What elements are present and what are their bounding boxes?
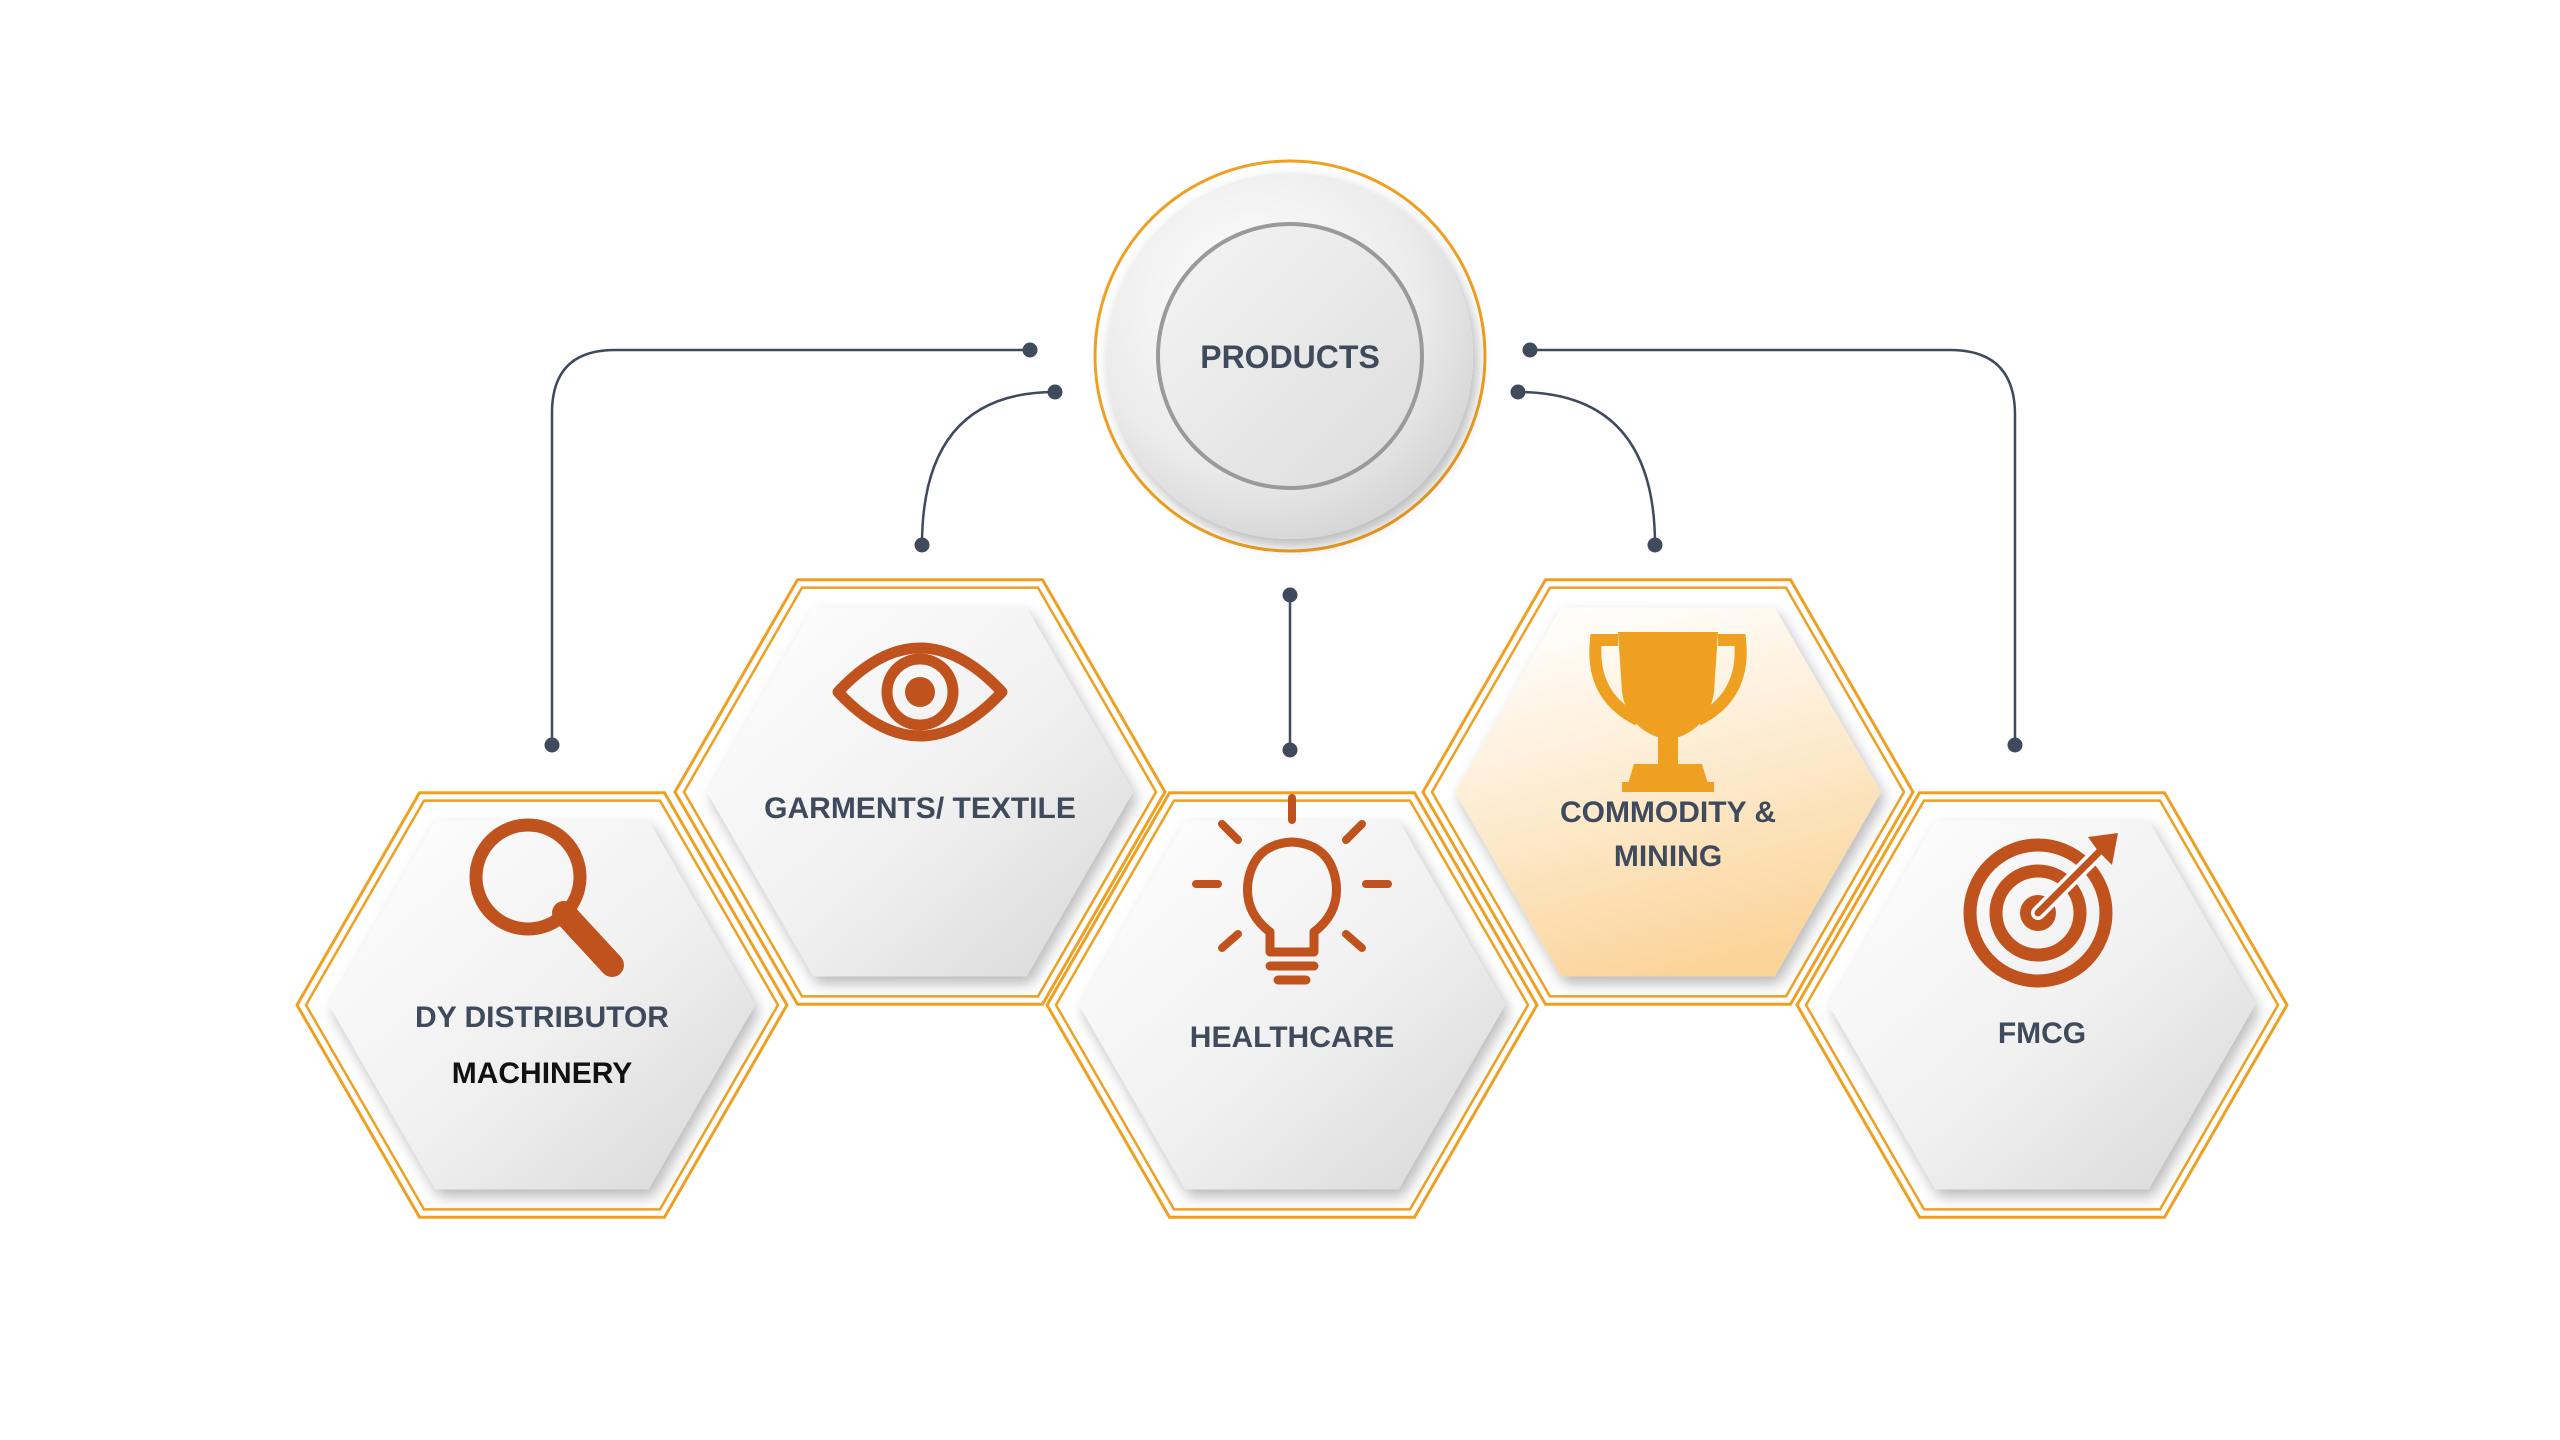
hex-label-line1: DY DISTRIBUTOR [415, 1001, 669, 1034]
connector-dot [2007, 737, 2023, 753]
hex-face [1829, 820, 2255, 1190]
hex-inner-outline [1430, 586, 1906, 998]
hex-card-machinery: DY DISTRIBUTOR MACHINERY [295, 791, 789, 1219]
hex-label-line2: MINING [1614, 840, 1722, 873]
hex-outer-outline [1045, 791, 1539, 1219]
hex-face [707, 607, 1133, 977]
target-icon [1963, 833, 2118, 988]
lightbulb-icon [1192, 794, 1392, 985]
hex-label-line1: COMMODITY & [1560, 796, 1776, 829]
magnifier-icon [469, 818, 624, 977]
hex-inner-outline [682, 586, 1158, 998]
connector-dot [1282, 587, 1298, 603]
trophy-icon [1589, 632, 1747, 792]
hex-label-line1: HEALTHCARE [1190, 1021, 1394, 1054]
connector-lines [544, 342, 2023, 758]
eye-icon [832, 642, 1008, 742]
connector-line [1517, 390, 1657, 546]
hex-inner-outline [1804, 799, 2280, 1211]
hex-outer-outline [295, 791, 789, 1219]
connector-line [920, 390, 1056, 546]
connector-dot [1522, 342, 1538, 358]
connector-dot [1647, 537, 1663, 553]
connector-dot [1022, 342, 1038, 358]
hex-outer-outline [1421, 578, 1915, 1006]
connector-dot [544, 737, 560, 753]
connector-dot [1510, 384, 1526, 400]
center-label: PRODUCTS [1200, 339, 1380, 375]
hex-outer-outline [1795, 791, 2289, 1219]
connector-dot [914, 537, 930, 553]
connector-dot [1047, 384, 1063, 400]
hex-card-commodity: COMMODITY & MINING [1421, 578, 1915, 1006]
hex-inner-outline [304, 799, 780, 1211]
hex-label-line2: MACHINERY [452, 1057, 633, 1090]
center-node: PRODUCTS [1093, 159, 1487, 553]
hex-label-line1: FMCG [1998, 1017, 2086, 1050]
hex-card-healthcare: HEALTHCARE [1045, 791, 1539, 1219]
category-hexagons: DY DISTRIBUTOR MACHINERY GARMENTS/ TEXTILE… [295, 578, 2289, 1219]
hex-label-line1: GARMENTS/ TEXTILE [764, 792, 1076, 825]
connector-line [550, 348, 1030, 745]
hex-inner-outline [1054, 799, 1530, 1211]
hex-card-garments: GARMENTS/ TEXTILE [673, 578, 1167, 1006]
hex-outer-outline [673, 578, 1167, 1006]
connector-dot [1282, 742, 1298, 758]
hex-face [329, 820, 755, 1190]
connector-line [1530, 348, 2017, 745]
hex-card-fmcg: FMCG [1795, 791, 2289, 1219]
hex-face [1079, 820, 1505, 1190]
